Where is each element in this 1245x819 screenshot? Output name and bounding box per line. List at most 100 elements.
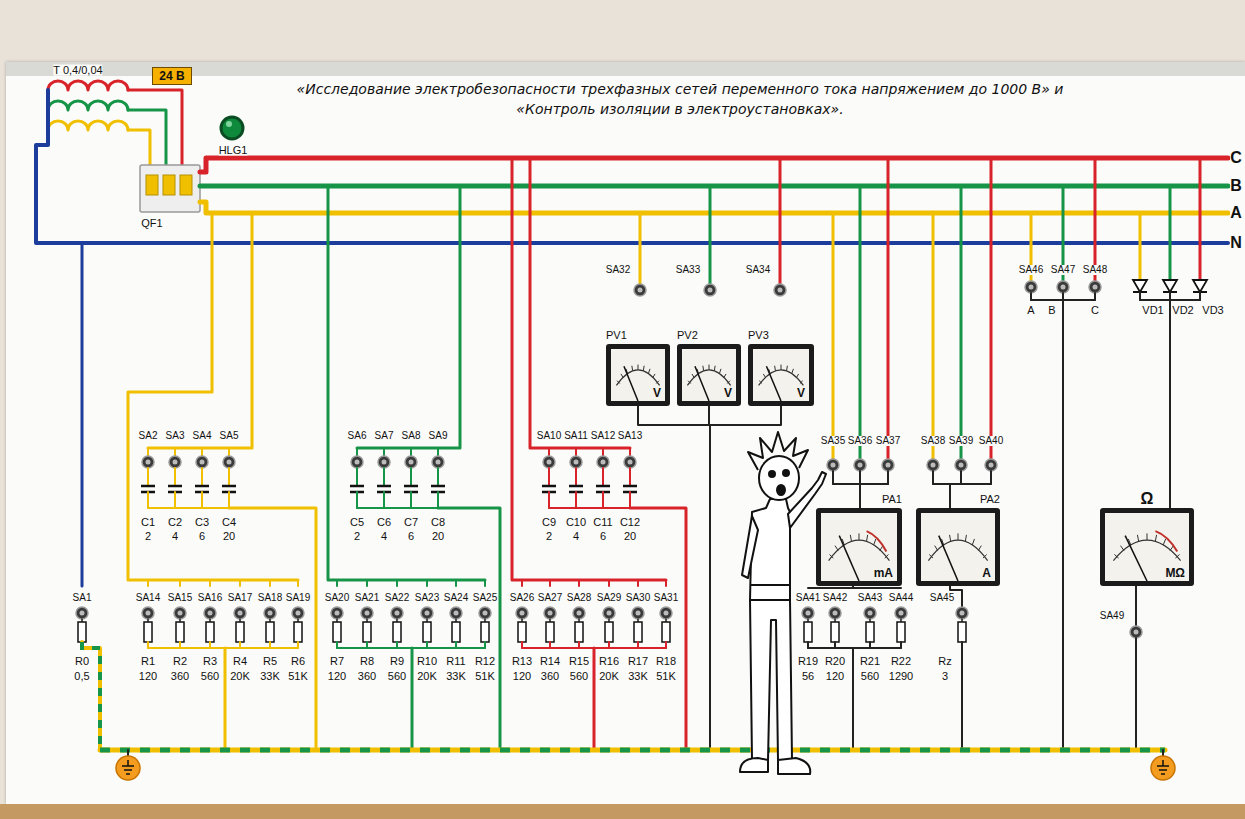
- wire: [357, 186, 460, 448]
- meter-face: V: [611, 349, 665, 401]
- switch-label: SA34: [746, 265, 770, 275]
- value-label: 4: [381, 531, 387, 542]
- wire: [990, 471, 992, 484]
- wire: [639, 213, 642, 284]
- part-label: C12: [620, 517, 640, 528]
- toggle-lever: [858, 463, 863, 468]
- meter-designation: PA1: [882, 493, 902, 505]
- wire: [608, 580, 610, 586]
- toggle-switch: [774, 284, 786, 296]
- wire: [549, 507, 630, 509]
- meter-needle: [695, 366, 709, 401]
- wire: [637, 580, 639, 586]
- wire: [548, 448, 550, 456]
- switch-label: SA14: [136, 593, 160, 603]
- toggle-switch: [204, 607, 216, 619]
- toggle-lever: [200, 460, 205, 465]
- resistor-symbol: [481, 622, 489, 642]
- cartoon-arm: [742, 516, 758, 578]
- toggle-lever: [638, 288, 643, 293]
- toggle-lever: [1061, 285, 1066, 290]
- value-label: 51K: [656, 671, 676, 682]
- wire: [148, 507, 229, 509]
- wire: [148, 647, 298, 649]
- toggle-lever: [355, 460, 360, 465]
- resistor-symbol: [176, 622, 184, 642]
- switch-label: SA40: [979, 436, 1003, 446]
- wire: [179, 580, 181, 586]
- toggle-lever: [1029, 285, 1034, 290]
- meter-unit: V: [724, 387, 732, 399]
- bus-c: [200, 158, 1228, 172]
- toggle-lever: [778, 288, 783, 293]
- wire: [1199, 292, 1201, 300]
- part-label: R11: [446, 656, 465, 667]
- value-label: 560: [861, 671, 879, 682]
- part-label: R5: [263, 656, 277, 667]
- wire: [887, 471, 889, 484]
- value-label: 120: [513, 671, 531, 682]
- bus-label: A: [1230, 205, 1242, 221]
- toggle-lever: [454, 611, 459, 616]
- toggle-lever: [382, 460, 387, 465]
- toggle-switch: [264, 607, 276, 619]
- wire: [852, 648, 854, 750]
- wire: [201, 468, 203, 486]
- meter-designation: PV2: [677, 329, 698, 341]
- part-label: VD3: [1202, 305, 1223, 316]
- wire: [1062, 300, 1064, 750]
- wire: [1094, 158, 1097, 281]
- cartoon-head: [759, 456, 799, 500]
- wire: [147, 448, 149, 456]
- part-label: R18: [656, 656, 676, 667]
- wire: [410, 468, 412, 486]
- toggle-lever: [989, 463, 994, 468]
- bus-b: [200, 184, 1228, 189]
- wire: [960, 471, 962, 484]
- switch-label: SA36: [848, 436, 872, 446]
- toggle-switch: [351, 456, 363, 468]
- wire: [174, 468, 176, 486]
- toggle-lever: [365, 611, 370, 616]
- meter-heading-row: Ω: [1100, 492, 1194, 507]
- toggle-lever: [80, 611, 85, 616]
- switch-label: SA39: [949, 436, 973, 446]
- ground-bus-stripe: [100, 748, 1165, 753]
- meter-face: MΩ: [1105, 513, 1189, 581]
- part-label: R6: [291, 656, 305, 667]
- resistor-symbol: [897, 622, 905, 642]
- cartoon-mouth: [777, 485, 785, 495]
- title: «Исследование электробезопасности трехфа…: [290, 80, 1070, 119]
- part-label: R1: [141, 656, 155, 667]
- toggle-switch: [142, 456, 154, 468]
- meter-casing: V: [748, 344, 814, 406]
- part-label: C8: [431, 517, 445, 528]
- switch-label: SA30: [626, 593, 650, 603]
- toggle-switch: [570, 456, 582, 468]
- resistor-symbol: [831, 622, 839, 642]
- toggle-lever: [436, 460, 441, 465]
- part-label: R2: [173, 656, 187, 667]
- wire: [229, 508, 316, 750]
- toggle-switch: [543, 456, 555, 468]
- toggle-lever: [868, 611, 873, 616]
- resistor-symbol: [266, 622, 274, 642]
- switch-label: SA7: [375, 431, 394, 441]
- toggle-lever: [146, 460, 151, 465]
- toggle-lever: [1134, 630, 1139, 635]
- switch-label: SA28: [567, 593, 591, 603]
- switch-label: SA12: [591, 431, 615, 441]
- toggle-lever: [425, 611, 430, 616]
- toggle-switch: [704, 284, 716, 296]
- toggle-lever: [831, 463, 836, 468]
- wire: [201, 492, 203, 508]
- wire: [832, 213, 835, 459]
- toggle-switch: [142, 607, 154, 619]
- meter-designation: PV3: [748, 329, 769, 341]
- value-label: 33K: [628, 671, 648, 682]
- toggle-switch: [292, 607, 304, 619]
- bus-label: C: [1230, 150, 1242, 166]
- wire: [269, 580, 271, 586]
